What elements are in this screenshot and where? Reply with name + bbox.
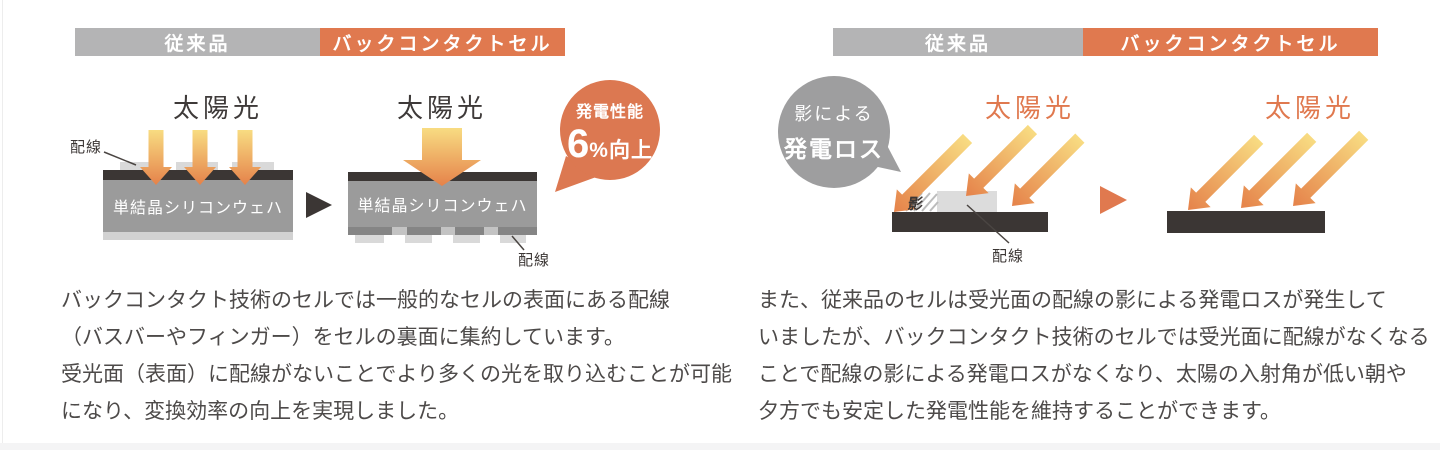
conventional-wafer-label: 単結晶シリコンウェハ [112,200,283,217]
right-conventional-wiring-box [937,191,997,212]
back-contact-wiring-tab [355,235,384,243]
description-line: 夕方でも安定した発電性能を維持することができます。 [758,400,1281,423]
performance-badge: 発電性能 6 %向上 [560,80,660,180]
sunlight-arrow-left-back-contact [403,128,481,186]
description-line: （バスバーやフィンガー）をセルの裏面に集約しています。 [61,326,625,349]
badge-title: 発電性能 [575,104,644,121]
description-line: いましたが、バックコンタクト技術のセルでは受光面に配線がなくなる [758,326,1430,349]
badge-value: 6 [567,122,590,166]
conventional-wiring-tab [232,162,274,171]
shading-loss-bubble: 影による 発電ロス [778,76,890,188]
transition-arrow-left-panel [306,192,332,218]
back-contact-wafer-label: 単結晶シリコンウェハ [357,198,528,215]
page-bottom-strip [0,443,1440,450]
back-contact-segment [455,227,484,235]
left-header-conventional: 従来品 [75,28,320,56]
right-conventional-cell-bar [892,212,1048,232]
back-contact-segment [498,227,537,235]
description-line: ことで配線の影による発電ロスがなくなり、太陽の入射角が低い朝や [758,363,1407,386]
left-header-back-contact: バックコンタクトセル [320,28,565,56]
sunlight-label-right-back-contact: 太陽光 [1264,93,1355,123]
sunlight-label-right-conventional: 太陽光 [984,93,1075,123]
sunlight-arrows-right-conventional [894,124,1085,212]
right-header-back-contact: バックコンタクトセル [1083,28,1378,56]
back-contact-wiring-tab [500,235,526,243]
back-contact-wiring-tab [453,235,480,243]
wiring-pointer-line-left-back-contact [511,235,525,251]
conventional-cell-body: 単結晶シリコンウェハ [103,180,293,232]
description-line: バックコンタクト技術のセルでは一般的なセルの表面にある配線 [61,289,670,312]
description-line: また、従来品のセルは受光面の配線の影による発電ロスが発生して [758,289,1387,312]
wiring-label-right-conventional: 配線 [992,248,1025,265]
shadow-label: 影 [906,196,925,213]
left-description: バックコンタクト技術のセルでは一般的なセルの表面にある配線 （バスバーやフィンガ… [61,282,732,430]
back-contact-segment [348,227,392,235]
page-left-edge [2,0,3,443]
bubble-line1: 影による [794,104,874,124]
badge-suffix: %向上 [589,139,653,162]
description-line: 受光面（表面）に配線がないことでより多くの光を取り込むことが可能 [61,363,732,386]
right-description: また、従来品のセルは受光面の配線の影による発電ロスが発生して いましたが、バック… [758,282,1430,430]
description-line: になり、変換効率の向上を実現しました。 [61,400,460,423]
back-contact-cell-body: 単結晶シリコンウェハ [348,181,537,227]
transition-arrow-right-panel [1100,186,1127,214]
badge-value-row: 6 %向上 [567,124,653,164]
back-contact-segment [407,227,441,235]
right-header-conventional: 従来品 [833,28,1083,56]
conventional-wiring-tab [120,162,162,171]
bubble-line2: 発電ロス [784,136,884,162]
back-contact-contact-strip [348,227,537,235]
conventional-cell-bottom-layer [103,232,293,240]
sunlight-label-left-back-contact: 太陽光 [396,93,487,123]
right-back-contact-cell-bar [1167,211,1325,233]
sunlight-arrows-left-conventional [140,130,261,185]
wiring-label-left-conventional: 配線 [70,139,103,156]
back-contact-wiring-tab [405,235,432,243]
wiring-pointer-line-left-conventional [103,151,137,166]
wiring-pointer-line-right-conventional [966,204,1010,244]
sunlight-arrows-right-back-contact [1188,130,1369,210]
badge-tail [555,156,599,192]
wiring-label-left-back-contact: 配線 [518,252,551,269]
sunlight-label-left-conventional: 太陽光 [172,93,263,123]
